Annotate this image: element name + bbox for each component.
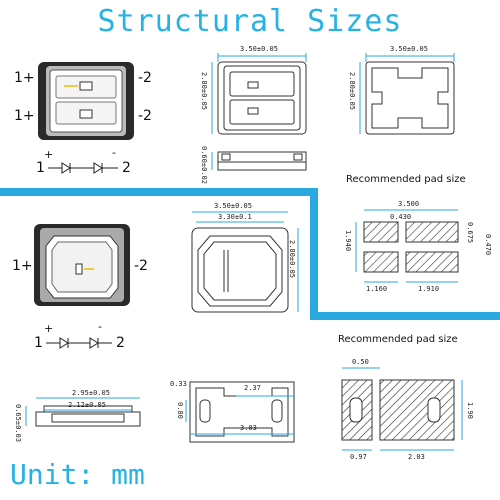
schematic-middle-plus: + bbox=[44, 322, 54, 335]
dim-side-thickness: 0.65±0.03 bbox=[14, 404, 22, 442]
schematic-top-minus: - bbox=[112, 146, 116, 159]
outline-bottom-view bbox=[359, 53, 455, 135]
schematic-top-right: 2 bbox=[122, 160, 131, 176]
schematic-diode-middle bbox=[46, 337, 112, 349]
pin-label-1-middle: 1+ bbox=[12, 258, 33, 274]
page-title: Structural Sizes bbox=[97, 4, 403, 39]
dim-top-width: 3.50±0.05 bbox=[240, 45, 278, 53]
pad1-side: 0.470 bbox=[484, 234, 492, 256]
pad1-gap: 0.430 bbox=[390, 213, 412, 221]
pad1-total-width: 3.500 bbox=[398, 200, 420, 208]
recommended-pad-size-1: Recommended pad size bbox=[346, 174, 466, 185]
outline-side-view bbox=[211, 151, 307, 171]
recommended-pad-size-2: Recommended pad size bbox=[338, 334, 458, 345]
pad1-pad-width-2: 1.910 bbox=[418, 285, 440, 293]
pad1-pad-width-1: 1.160 bbox=[366, 285, 388, 293]
led-top-view-1 bbox=[38, 62, 134, 140]
dim-top-thickness: 0.60±0.02 bbox=[200, 146, 208, 184]
schematic-middle-left: 1 bbox=[34, 335, 43, 351]
dim-bottom-height: 0.80 bbox=[176, 402, 184, 419]
schematic-top-left: 1 bbox=[36, 160, 45, 176]
pad-layout-1 bbox=[355, 209, 459, 283]
dim-bottom-top: 2.37 bbox=[244, 384, 261, 392]
unit-label: Unit: mm bbox=[10, 458, 145, 491]
pin-label-1-top: 1+ bbox=[14, 70, 35, 86]
schematic-diode-top bbox=[48, 162, 118, 174]
schematic-top-plus: + bbox=[44, 148, 54, 161]
dim-middle-outer-width: 3.50±0.05 bbox=[214, 202, 252, 210]
pin-label-2-top: -2 bbox=[138, 70, 152, 86]
dim-bottom-left: 0.33 bbox=[170, 380, 187, 388]
schematic-middle-right: 2 bbox=[116, 335, 125, 351]
bottom-view-outline bbox=[185, 381, 295, 443]
dim-top-width-2: 3.50±0.05 bbox=[390, 45, 428, 53]
outline-top-view bbox=[211, 53, 307, 135]
dim-side-top-width: 2.95±0.05 bbox=[72, 389, 110, 397]
led-top-view-2 bbox=[34, 224, 130, 306]
dim-middle-inner-width: 3.30±0.1 bbox=[218, 213, 252, 221]
pad2-left: 0.97 bbox=[350, 453, 367, 461]
dim-middle-height: 2.80±0.05 bbox=[288, 240, 296, 278]
pad-layout-2 bbox=[341, 367, 463, 451]
pad2-width: 2.03 bbox=[408, 453, 425, 461]
pad2-top: 0.50 bbox=[352, 358, 369, 366]
dim-bottom-width: 3.03 bbox=[240, 424, 257, 432]
dim-side-inner-width: 2.12±0.05 bbox=[68, 401, 106, 409]
pin-label-2-bottom: -2 bbox=[138, 108, 152, 124]
outline-view-2 bbox=[191, 211, 299, 313]
pin-label-1-bottom: 1+ bbox=[14, 108, 35, 124]
side-view-bottom bbox=[25, 397, 141, 427]
pin-label-2-middle: -2 bbox=[134, 258, 148, 274]
pad1-pad-height: 0.675 bbox=[466, 222, 474, 244]
dim-top-height: 2.80±0.05 bbox=[200, 72, 208, 110]
dim-top-height-2: 2.80±0.05 bbox=[348, 72, 356, 110]
pad1-total-height: 1.940 bbox=[344, 230, 352, 252]
schematic-middle-minus: - bbox=[98, 320, 102, 333]
pad2-height: 1.90 bbox=[466, 402, 474, 419]
